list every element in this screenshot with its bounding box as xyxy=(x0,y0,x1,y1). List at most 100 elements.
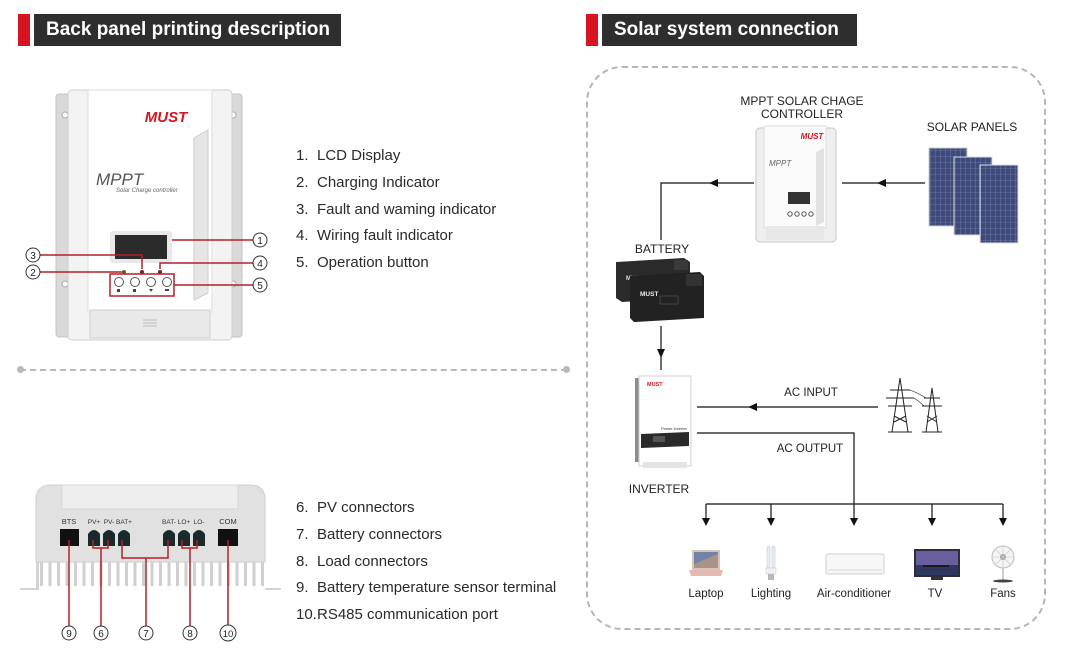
mppt-controller-icon: MUST MPPT xyxy=(755,125,837,243)
callout-6: 6 xyxy=(93,625,109,641)
callout-1: 1 xyxy=(252,232,268,248)
heatsink-fin xyxy=(150,560,154,586)
svg-text:LO-: LO- xyxy=(194,519,205,526)
model-text: MPPT xyxy=(96,170,145,189)
front-panel-diagram: MUST MPPT Solar Charge controller 1 3 xyxy=(25,89,268,341)
svg-text:2: 2 xyxy=(30,268,36,279)
heatsink-fin xyxy=(201,560,205,586)
heatsink-fin xyxy=(167,560,171,586)
arrow-controller-to-battery xyxy=(709,179,718,187)
callout-9: 9 xyxy=(61,625,77,641)
inverter-label: INVERTER xyxy=(628,482,690,496)
heatsink-fin xyxy=(125,560,128,586)
load-label-lighting: Lighting xyxy=(750,588,792,600)
list-item: 6.PV connectors xyxy=(296,499,415,516)
com-port xyxy=(218,529,238,546)
arrow-to-fan xyxy=(999,518,1007,526)
heatsink-fin xyxy=(159,560,162,586)
fin-set xyxy=(40,560,264,586)
battery-label: BATTERY xyxy=(634,242,690,256)
svg-text:BAT+: BAT+ xyxy=(116,519,132,526)
battery-icon: MUST MUST xyxy=(616,258,704,322)
divider-dot-right xyxy=(563,366,570,373)
heatsink-fin xyxy=(91,560,94,586)
list-item: 8.Load connectors xyxy=(296,552,428,570)
heatsink-fin xyxy=(65,560,69,586)
list-item: 10.RS485 communication port xyxy=(296,606,498,624)
svg-text:LO+: LO+ xyxy=(178,519,191,526)
arrow-ac-input xyxy=(748,403,757,411)
heatsink-fin xyxy=(142,560,145,586)
svg-text:Power Inverter: Power Inverter xyxy=(661,426,688,431)
arrow-battery-to-inverter xyxy=(657,349,665,358)
inverter-icon: MUST Power Inverter xyxy=(635,375,692,468)
section-title-back-panel: Back panel printing description xyxy=(34,14,341,46)
list-item: 4.Wiring fault indicator xyxy=(296,227,453,245)
bulb-icon xyxy=(765,545,777,580)
laptop-icon xyxy=(689,550,723,576)
controller-label-line1: MPPT SOLAR CHAGE xyxy=(740,94,864,108)
load-label-fans: Fans xyxy=(990,588,1016,600)
heatsink-fin xyxy=(244,560,247,586)
callout-10: 10 xyxy=(219,624,237,642)
heatsink-fin xyxy=(48,560,52,586)
heatsink-fins xyxy=(20,560,281,590)
heatsink-fin xyxy=(82,560,86,586)
svg-text:9: 9 xyxy=(66,629,72,640)
heatsink-fin xyxy=(74,560,77,586)
charging-indicator-led xyxy=(122,270,126,274)
load-label-laptop: Laptop xyxy=(688,588,724,600)
solar-panels-label: SOLAR PANELS xyxy=(926,120,1018,134)
header-accent-bar xyxy=(18,14,30,46)
heatsink-fin xyxy=(210,560,213,586)
list-item: 1.LCD Display xyxy=(296,147,401,164)
header-accent-bar xyxy=(586,14,598,46)
controller-label-line2: CONTROLLER xyxy=(760,107,843,121)
svg-text:PV-: PV- xyxy=(104,519,114,526)
arrow-solar-to-controller xyxy=(877,179,886,187)
heatsink-fin xyxy=(133,560,137,586)
ac-input-label: AC INPUT xyxy=(784,387,838,399)
heatsink-fin xyxy=(218,560,222,586)
heatsink-fin xyxy=(193,560,196,586)
heatsink-fin xyxy=(40,560,43,586)
list-item: 3.Fault and waming indicator xyxy=(296,200,497,218)
bottom-items-list: 6.PV connectors 7.Battery connectors 8.L… xyxy=(296,495,556,629)
list-item: 2.Charging Indicator xyxy=(296,173,440,191)
system-diagram-frame xyxy=(586,66,1046,630)
wiring-fault-indicator-led xyxy=(158,270,162,274)
ac-output-label: AC OUTPUT xyxy=(776,443,844,455)
heatsink-fin xyxy=(184,560,188,586)
model-subtitle: Solar Charge controller xyxy=(116,188,179,194)
svg-text:6: 6 xyxy=(98,629,104,640)
terminal-connectors xyxy=(88,530,205,546)
svg-text:PV+: PV+ xyxy=(88,519,101,526)
heatsink-fin xyxy=(235,560,239,586)
list-item: 5.Operation button xyxy=(296,254,429,272)
load-label-tv: TV xyxy=(927,588,943,600)
callout-7: 7 xyxy=(138,625,154,641)
arrow-to-ac xyxy=(850,518,858,526)
power-grid-towers-icon xyxy=(886,377,942,433)
heatsink-fin xyxy=(57,560,60,586)
svg-text:MUST: MUST xyxy=(647,382,663,388)
heatsink-fin xyxy=(261,560,264,586)
svg-text:COM: COM xyxy=(219,517,237,526)
solar-panels-icon xyxy=(928,147,1019,244)
svg-text:10: 10 xyxy=(223,629,234,640)
bottom-panel-diagram: BTS PV+ PV- BAT+ BAT- LO+ LO- COM 9 6 xyxy=(20,484,281,642)
list-item: 9.Battery temperature sensor terminal xyxy=(296,579,557,597)
front-items-list: 1.LCD Display 2.Charging Indicator 3.Fau… xyxy=(296,143,496,277)
list-item: 7.Battery connectors xyxy=(296,525,443,543)
svg-text:1: 1 xyxy=(257,236,263,247)
svg-text:7: 7 xyxy=(143,629,149,640)
operation-buttons xyxy=(114,277,172,292)
divider-dot-left xyxy=(17,366,24,373)
heatsink-fin xyxy=(116,560,120,586)
callout-5: 5 xyxy=(252,277,268,293)
bts-port xyxy=(60,529,79,546)
svg-text:3: 3 xyxy=(30,251,36,262)
svg-text:BTS: BTS xyxy=(62,517,77,526)
load-label-air-conditioner: Air-conditioner xyxy=(816,588,892,600)
